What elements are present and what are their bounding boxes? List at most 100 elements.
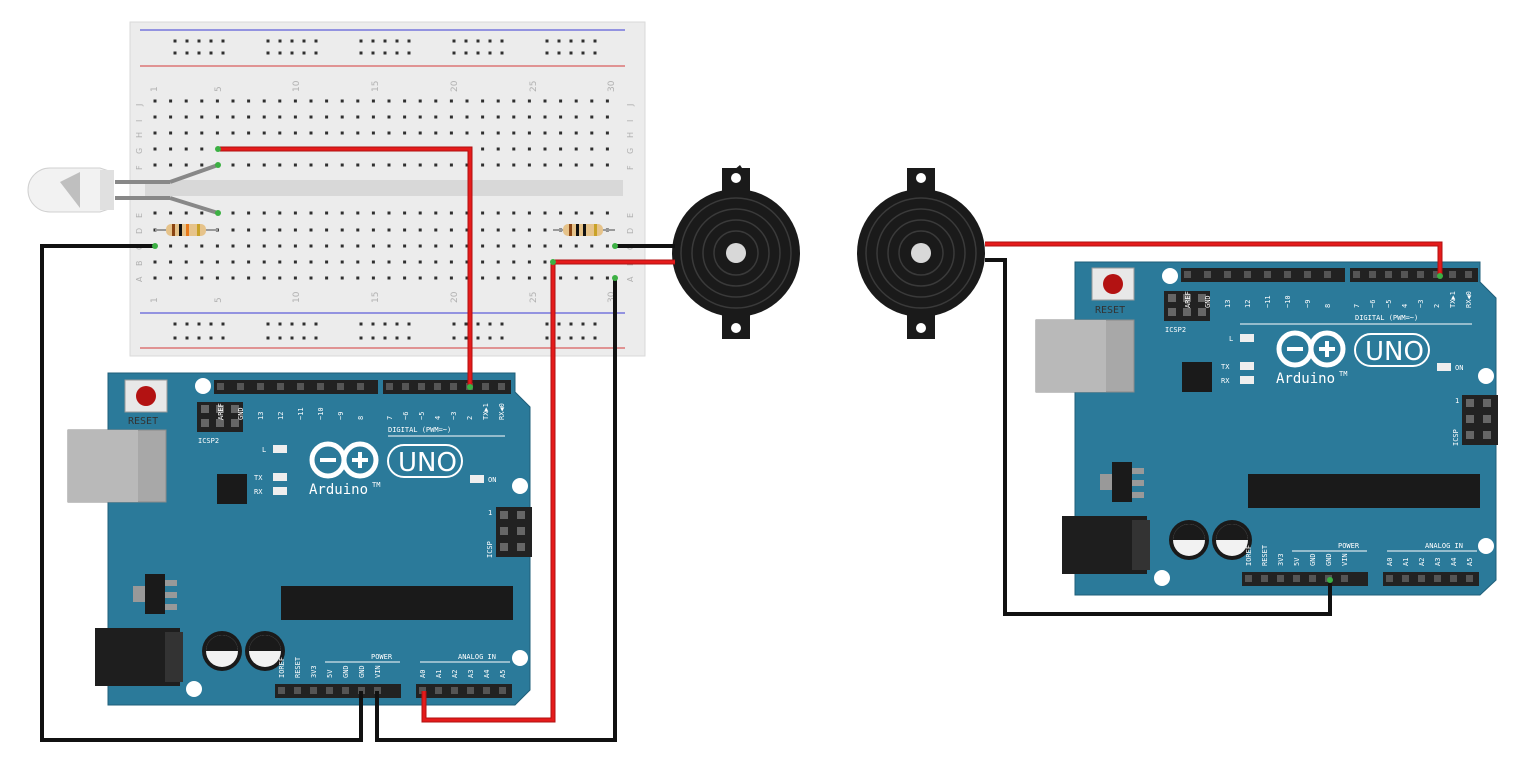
header-pin xyxy=(434,383,441,390)
header-pin xyxy=(358,687,365,694)
led-tx xyxy=(273,473,287,481)
header-pin xyxy=(1245,575,1252,582)
wire-black xyxy=(985,258,1332,616)
pin-label: AREF xyxy=(217,403,225,420)
header-pin xyxy=(1264,271,1271,278)
reset-label: RESET xyxy=(128,416,158,427)
pin-label: A2 xyxy=(451,670,459,678)
usb-chip xyxy=(217,474,247,504)
header-pin xyxy=(483,687,490,694)
header-pin xyxy=(1244,271,1251,278)
header-pin xyxy=(419,687,426,694)
brand-label: Arduino xyxy=(1276,371,1335,387)
pin-label: 8 xyxy=(1324,304,1332,308)
header-pin xyxy=(418,383,425,390)
header-pin xyxy=(1386,575,1393,582)
capacitor xyxy=(245,631,285,671)
led-l-label: L xyxy=(262,446,266,454)
icsp2-header xyxy=(1164,291,1210,321)
pin-label: A3 xyxy=(1434,558,1442,566)
pin-label: ~11 xyxy=(1264,295,1272,308)
resistor xyxy=(553,224,615,236)
icsp-pin1-label: 1 xyxy=(1455,397,1459,405)
header-pin xyxy=(1304,271,1311,278)
pin-label: GND xyxy=(1325,553,1333,566)
led-tx xyxy=(1240,362,1254,370)
header-pin xyxy=(342,687,349,694)
icsp-header xyxy=(1462,395,1498,445)
pin-label: GND xyxy=(1204,295,1212,308)
led-l-label: L xyxy=(1229,335,1233,343)
digital-label: DIGITAL (PWM=~) xyxy=(388,426,451,434)
row-letter: E xyxy=(135,213,144,218)
analog-label: ANALOG IN xyxy=(1425,542,1463,550)
column-number: 5 xyxy=(214,297,224,303)
pin-label: A0 xyxy=(419,670,427,678)
pin-label: IOREF xyxy=(278,657,286,678)
row-letter: D xyxy=(626,228,635,234)
breadboard: 1 5 10 15 20 25 30 1 5 10 15 20 25 30 J … xyxy=(129,21,646,357)
header-pin xyxy=(450,383,457,390)
row-letter: J xyxy=(626,104,635,107)
digital-header-right xyxy=(383,380,511,394)
header-pin xyxy=(1204,271,1211,278)
pin-label: RX◀0 xyxy=(498,403,506,420)
led-on xyxy=(1437,363,1451,371)
voltage-regulator xyxy=(1112,462,1132,502)
row-letter: H xyxy=(135,132,144,138)
pin-label: RESET xyxy=(1261,544,1269,566)
pin-label: 7 xyxy=(386,416,394,420)
header-pin xyxy=(297,383,304,390)
digital-header-right xyxy=(1350,268,1478,282)
wire-black xyxy=(375,278,617,742)
column-number: 15 xyxy=(371,292,381,303)
reset-label: RESET xyxy=(1095,305,1125,316)
pin-label: VIN xyxy=(1341,553,1349,566)
pin-label: A5 xyxy=(1466,558,1474,566)
column-number: 1 xyxy=(150,297,160,303)
column-number: 25 xyxy=(529,292,539,303)
pin-label: 5V xyxy=(1293,557,1301,566)
piezo-buzzer-left xyxy=(672,165,800,339)
led-rx-label: RX xyxy=(1221,377,1230,385)
header-pin xyxy=(1277,575,1284,582)
header-pin xyxy=(498,383,505,390)
pin-label: ~6 xyxy=(402,412,410,420)
led-on xyxy=(470,475,484,483)
pin-label: RX◀0 xyxy=(1465,291,1473,308)
led-component xyxy=(27,162,221,216)
header-pin xyxy=(310,687,317,694)
header-pin xyxy=(402,383,409,390)
header-pin xyxy=(1465,271,1472,278)
header-pin xyxy=(1433,271,1440,278)
pin-label: TX▶1 xyxy=(482,403,490,420)
row-letter: G xyxy=(135,148,144,154)
pin-label: GND xyxy=(358,665,366,678)
pin-label: AREF xyxy=(1184,291,1192,308)
pin-label: ~10 xyxy=(1284,295,1292,308)
header-pin xyxy=(1450,575,1457,582)
header-pin xyxy=(337,383,344,390)
pin-label: ~5 xyxy=(1385,300,1393,308)
row-letter: D xyxy=(135,228,144,234)
header-pin xyxy=(499,687,506,694)
pin-label: 2 xyxy=(466,416,474,420)
pin-label: ~10 xyxy=(317,407,325,420)
pin-label: 4 xyxy=(434,416,442,420)
column-number: 1 xyxy=(150,86,160,92)
header-pin xyxy=(257,383,264,390)
capacitor xyxy=(1212,520,1252,560)
led-rx-label: RX xyxy=(254,488,263,496)
brand-label: Arduino xyxy=(309,482,368,498)
header-pin xyxy=(217,383,224,390)
power-label: POWER xyxy=(371,653,393,661)
pin-label: 3V3 xyxy=(1277,553,1285,566)
model-label: UNO xyxy=(398,448,457,478)
pin-label: 8 xyxy=(357,416,365,420)
header-pin xyxy=(317,383,324,390)
pin-label: 7 xyxy=(1353,304,1361,308)
icsp-header xyxy=(496,507,532,557)
header-pin xyxy=(1466,575,1473,582)
